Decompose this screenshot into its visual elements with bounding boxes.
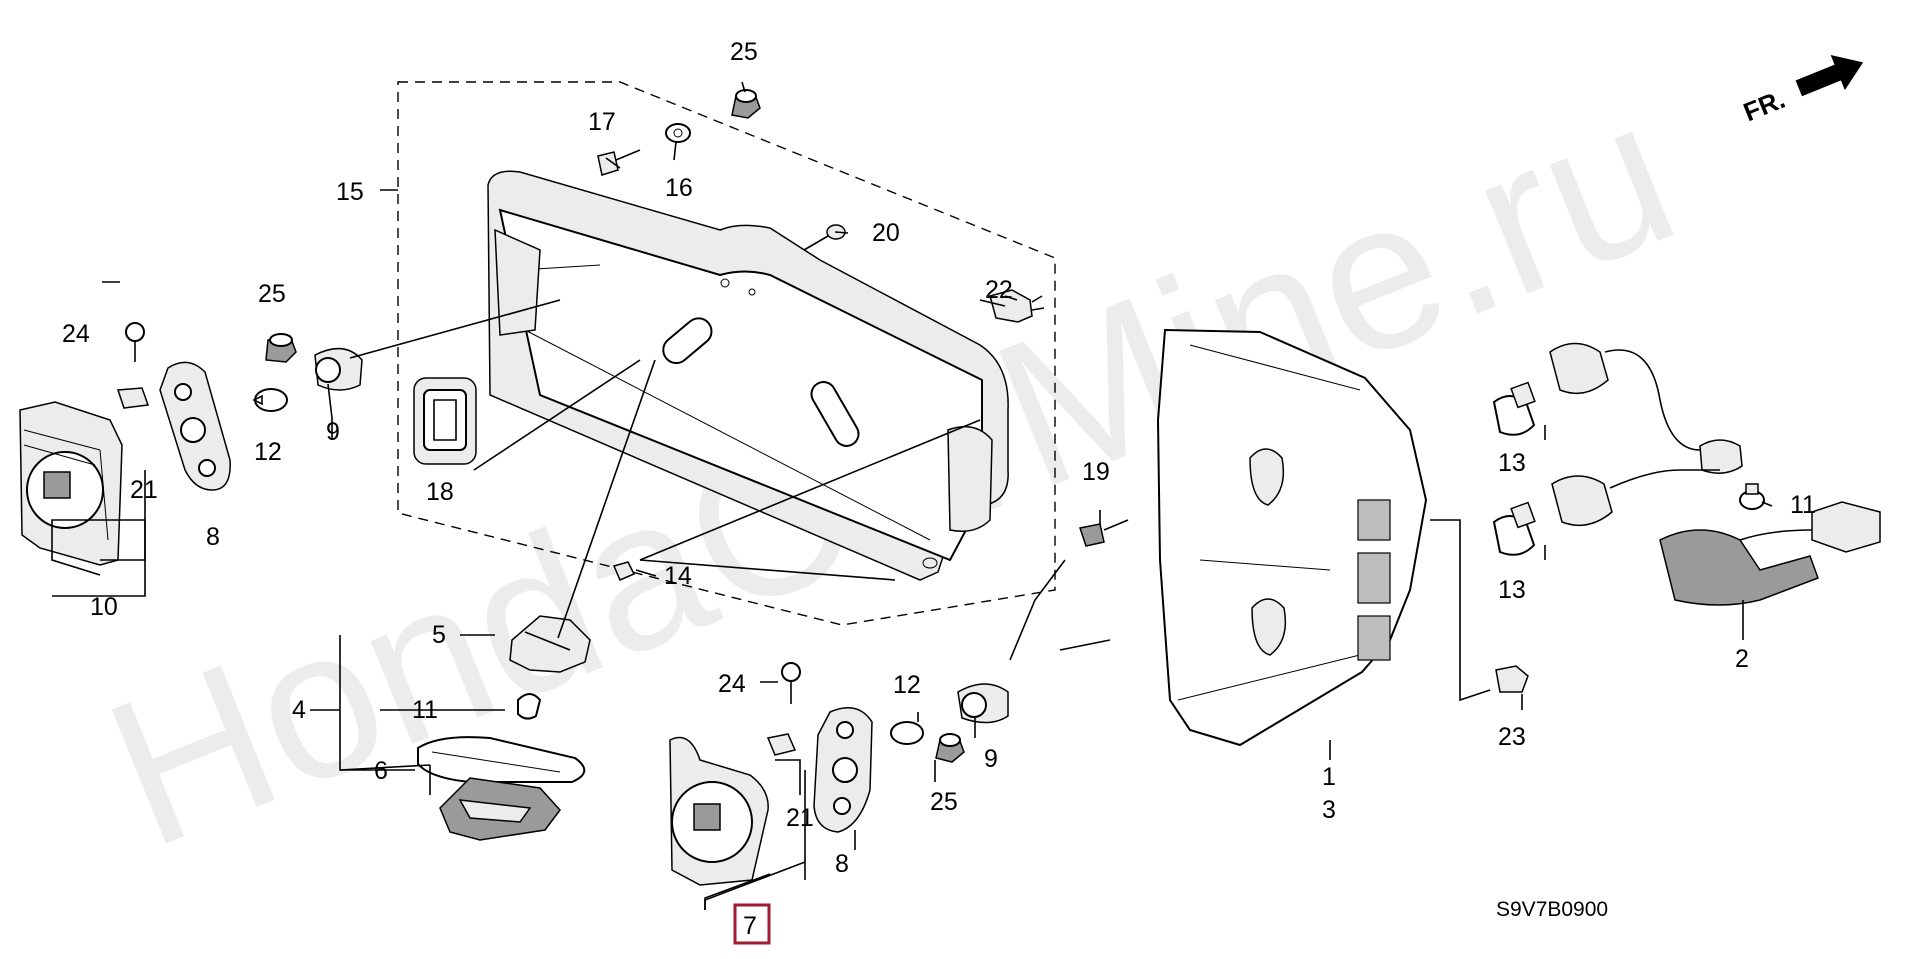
fr-label: FR. (1739, 84, 1789, 128)
bulb-13a (1492, 381, 1536, 436)
screw-24b (781, 662, 801, 704)
socket-9a (314, 347, 363, 391)
callout-16: 16 (665, 174, 693, 202)
callout-6: 6 (374, 757, 388, 785)
clip-23 (1495, 665, 1529, 693)
callout-5: 5 (432, 621, 446, 649)
clip-21a (116, 387, 150, 409)
callout-17: 17 (588, 108, 616, 136)
bulb-12a (252, 388, 288, 412)
callout-21a: 21 (130, 476, 158, 504)
socket-9b (957, 683, 1009, 724)
callout-1: 1 (1322, 763, 1336, 791)
license-light-housing-7 (669, 736, 769, 886)
clip-21b (766, 733, 797, 756)
nut-25c (935, 733, 965, 763)
bulb-11b (1739, 483, 1765, 510)
leader-lines (51, 81, 1773, 910)
nut-14 (612, 561, 636, 581)
front-arrow-icon (1795, 55, 1864, 97)
callout-22: 22 (985, 276, 1013, 304)
nut-25b (731, 89, 761, 119)
callout-25a: 25 (258, 280, 286, 308)
bulb-11a (517, 693, 542, 720)
callout-labels: 1 2 3 4 5 6 8 8 9 9 10 11 11 12 12 13 13… (62, 38, 1816, 878)
callout-20: 20 (872, 219, 900, 247)
callout-19: 19 (1082, 458, 1110, 486)
callout-18: 18 (426, 478, 454, 506)
callout-7-highlight[interactable]: 7 (733, 903, 771, 945)
gasket-6 (417, 736, 586, 783)
nut-25a (265, 333, 297, 363)
callout-12b: 12 (893, 671, 921, 699)
bulb-12b (890, 721, 924, 745)
callout-9a: 9 (326, 418, 340, 446)
license-light-housing-10 (19, 401, 123, 566)
callout-13a: 13 (1498, 449, 1526, 477)
callout-25c: 25 (930, 788, 958, 816)
callout-23: 23 (1498, 723, 1526, 751)
callout-12a: 12 (254, 438, 282, 466)
diagram-code: S9V7B0900 (1496, 898, 1608, 921)
emblem-18 (413, 377, 477, 465)
screw-20 (803, 224, 846, 251)
clip-22 (989, 289, 1045, 323)
tail-light-assembly-1 (1156, 328, 1428, 747)
callout-21b: 21 (786, 804, 814, 832)
screw-24a (125, 322, 145, 362)
callout-7[interactable]: 7 (743, 912, 757, 940)
license-light-lens-8a (159, 361, 231, 491)
callout-14: 14 (664, 562, 692, 590)
callout-8a: 8 (206, 523, 220, 551)
socket-5 (509, 615, 591, 673)
callout-4: 4 (292, 696, 306, 724)
callout-24b: 24 (718, 670, 746, 698)
bulb-13b (1492, 501, 1536, 556)
socket-harness-2 (1549, 342, 1881, 606)
callout-9b: 9 (984, 745, 998, 773)
callout-24a: 24 (62, 320, 90, 348)
assembly-frame-15 (397, 81, 1056, 626)
callout-11b: 11 (1790, 491, 1816, 519)
bolt-19 (1079, 519, 1129, 547)
front-direction-indicator: FR. (1739, 55, 1864, 128)
lens-6 (439, 777, 561, 841)
callout-13b: 13 (1498, 576, 1526, 604)
callout-2: 2 (1735, 645, 1749, 673)
callout-15: 15 (336, 178, 364, 206)
license-light-lens-8b (813, 707, 873, 833)
callout-7-box[interactable] (733, 903, 771, 945)
callout-10: 10 (90, 593, 118, 621)
callout-8b: 8 (835, 850, 849, 878)
bolt-17 (597, 149, 641, 176)
callout-11a: 11 (412, 696, 438, 724)
washer-16 (665, 123, 691, 143)
callout-3: 3 (1322, 796, 1336, 824)
callout-25b: 25 (730, 38, 758, 66)
